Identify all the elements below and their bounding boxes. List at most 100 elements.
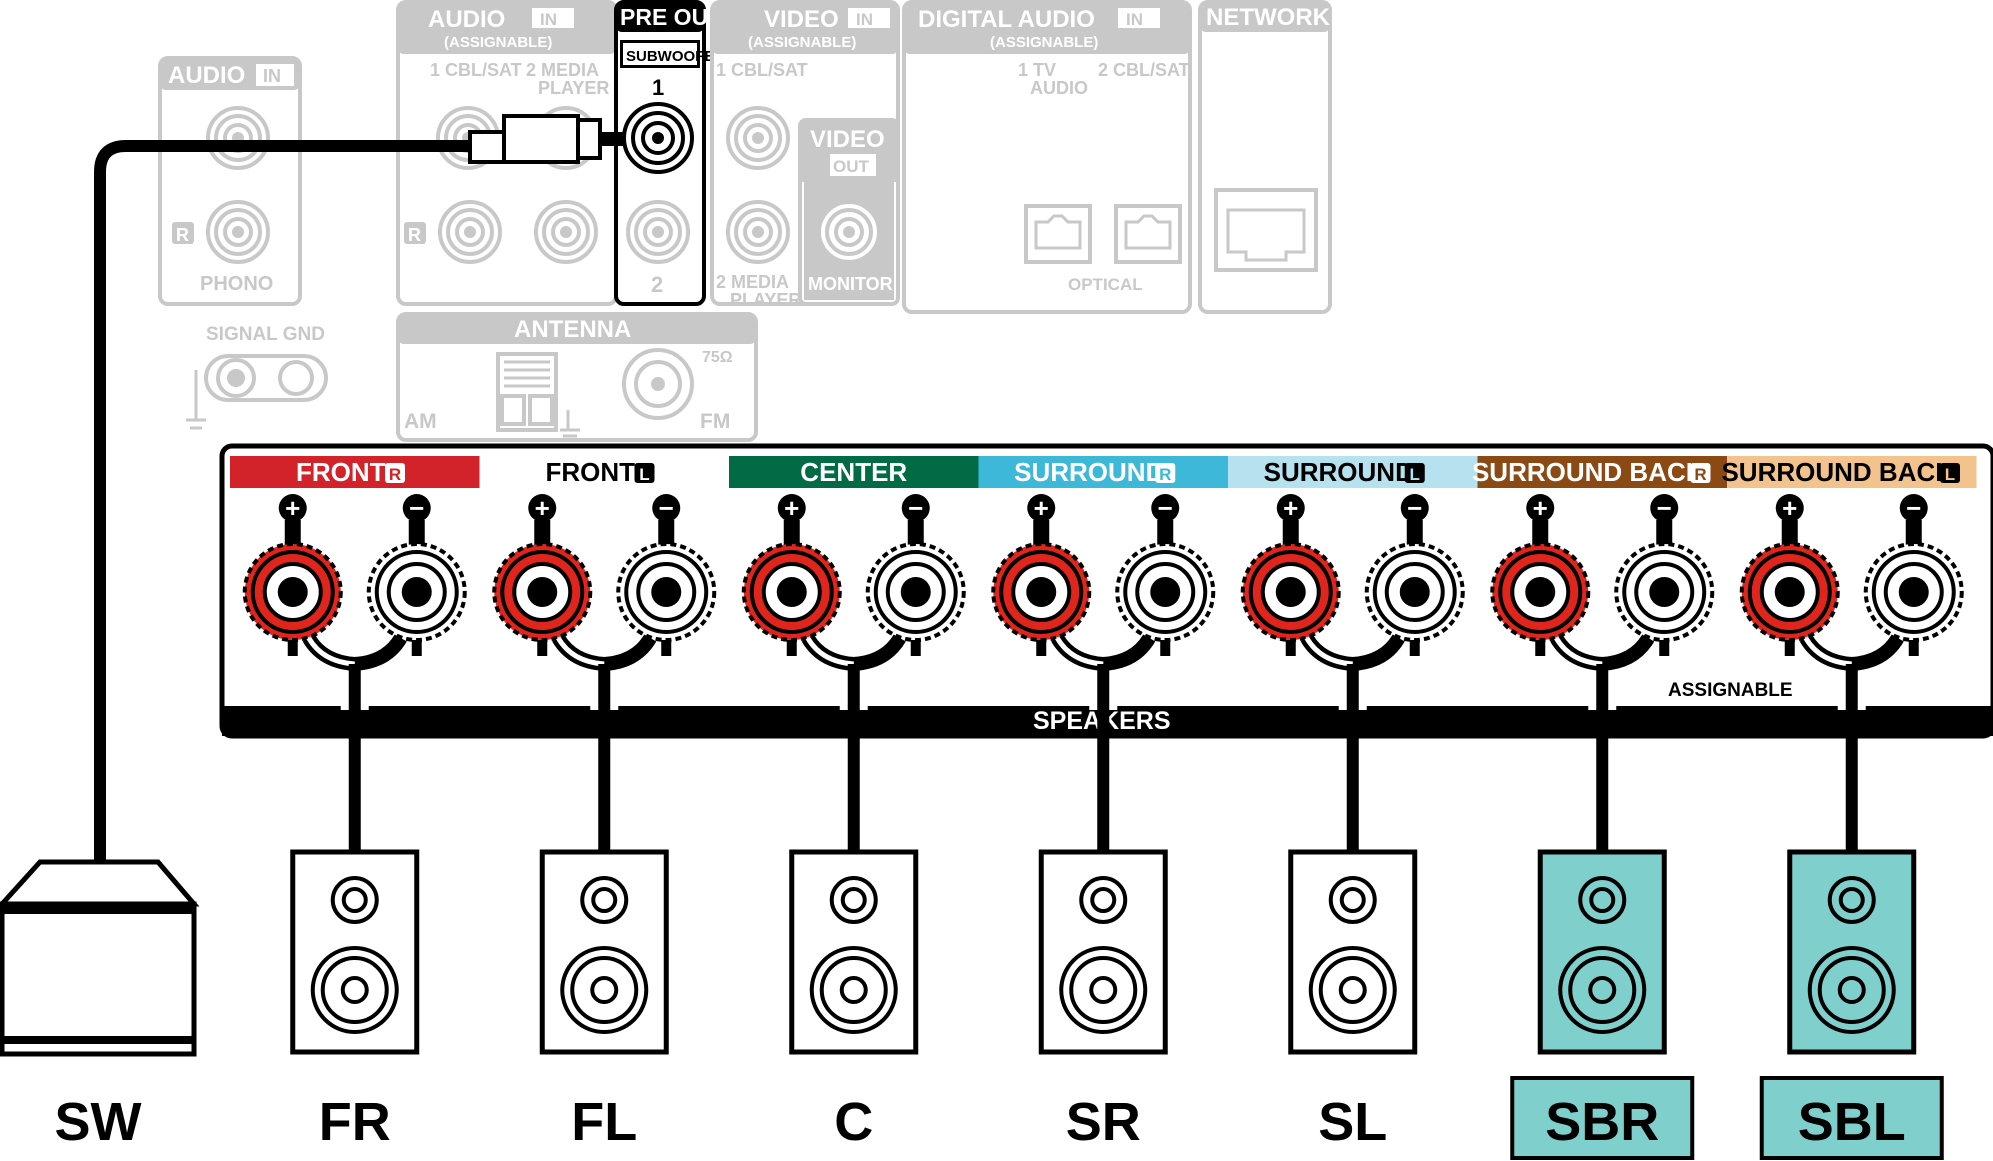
positive-terminal[interactable]: +	[492, 493, 593, 642]
positive-terminal[interactable]: +	[1240, 493, 1341, 642]
channel-side-badge	[1940, 463, 1960, 483]
speaker-c-group: C	[789, 664, 919, 1152]
minus-sign: −	[409, 493, 424, 523]
speaker-label-fl: FL	[571, 1092, 637, 1152]
speaker-label-box	[1759, 1076, 1944, 1160]
video-in-port2-label: 2 MEDIA	[716, 272, 789, 292]
negative-terminal[interactable]: −	[1863, 493, 1964, 642]
digital-port2-label: 2 CBL/SAT	[1098, 60, 1190, 80]
subwoofer-out-1-jack[interactable]	[622, 102, 694, 174]
positive-terminal[interactable]: +	[242, 493, 343, 642]
audio-in-port2-label: 2 MEDIA	[526, 60, 599, 80]
monitor-label: MONITOR	[808, 274, 893, 294]
channel-header	[1727, 456, 1977, 488]
signal-gnd-terminal[interactable]	[186, 354, 328, 430]
minus-sign: −	[1407, 493, 1422, 523]
phono-r-jack[interactable]	[206, 200, 270, 264]
channel-header	[479, 456, 729, 488]
video-in-sub: (ASSIGNABLE)	[748, 34, 856, 51]
speaker-cabinet	[1288, 849, 1418, 1055]
channel-side-badge	[1690, 463, 1711, 483]
video-out-badge: OUT	[833, 157, 870, 176]
channel-side-label: L	[1945, 465, 1955, 484]
signal-gnd-label: SIGNAL GND	[206, 324, 325, 345]
speaker-label-sr: SR	[1066, 1092, 1141, 1152]
channel-name: SURROUND BACK	[1472, 457, 1705, 487]
video-in-2-jack[interactable]	[726, 200, 790, 264]
speaker-fl-group: FL	[539, 664, 669, 1152]
channel-3-group: CENTER+−	[729, 456, 979, 672]
speaker-cabinet	[290, 849, 420, 1055]
channel-name: FRONT	[545, 457, 635, 487]
phono-r-mark: R	[176, 225, 189, 245]
minus-sign: −	[659, 493, 674, 523]
am-terminal[interactable]	[496, 352, 580, 438]
plus-sign: +	[1782, 493, 1797, 523]
audio-in-1-r-jack[interactable]	[438, 200, 502, 264]
channel-header	[1228, 456, 1478, 488]
negative-terminal[interactable]: −	[1614, 493, 1715, 642]
channel-side-label: R	[1694, 465, 1706, 484]
channel-side-label: L	[639, 465, 649, 484]
negative-terminal[interactable]: −	[616, 493, 717, 642]
audio-in-port1-label: 1 CBL/SAT	[430, 60, 522, 80]
plus-sign: +	[1034, 493, 1049, 523]
video-in-title: VIDEO	[764, 6, 839, 33]
phono-label: PHONO	[200, 273, 273, 295]
speaker-sbr-group: SBR	[1510, 664, 1695, 1160]
positive-terminal[interactable]: +	[1490, 493, 1591, 642]
speaker-cabinet	[1537, 849, 1667, 1055]
positive-terminal[interactable]: +	[991, 493, 1092, 642]
positive-terminal[interactable]: +	[1739, 493, 1840, 642]
minus-sign: −	[908, 493, 923, 523]
negative-terminal[interactable]: −	[1364, 493, 1465, 642]
digital-audio-badge: IN	[1126, 10, 1143, 29]
video-in-1-jack[interactable]	[726, 106, 790, 170]
subwoofer-cabinet	[0, 859, 200, 1057]
minus-sign: −	[1906, 493, 1921, 523]
negative-terminal[interactable]: −	[865, 493, 966, 642]
channel-header	[729, 456, 979, 488]
assignable-label: ASSIGNABLE	[1668, 680, 1793, 701]
fm-ohm-label: 75Ω	[702, 349, 733, 366]
phono-l-jack[interactable]	[206, 106, 270, 170]
monitor-out-jack[interactable]	[817, 200, 881, 264]
subwoofer-out-2-jack[interactable]	[626, 200, 690, 264]
speaker-label-sbr: SBR	[1545, 1092, 1659, 1152]
speaker-label-sbl: SBL	[1798, 1092, 1906, 1152]
audio-in-assign-sub: (ASSIGNABLE)	[444, 34, 552, 51]
pre-out-title: PRE OUT	[620, 4, 722, 30]
pre-out-subwoofer-block: PRE OUT SUBWOOFER 1 2	[614, 0, 725, 306]
am-label: AM	[404, 410, 437, 433]
audio-in-assign-title: AUDIO	[428, 6, 505, 33]
channel-name: SURROUND	[1014, 457, 1164, 487]
fm-connector[interactable]	[622, 348, 694, 420]
audio-in-assign-badge: IN	[540, 10, 557, 29]
minus-sign: −	[1158, 493, 1173, 523]
digital-audio-block: DIGITAL AUDIO IN (ASSIGNABLE) 1 TV AUDIO…	[902, 0, 1192, 314]
video-in-port2-label-b: PLAYER	[730, 290, 801, 310]
channel-side-label: L	[1410, 465, 1420, 484]
plus-sign: +	[535, 493, 550, 523]
audio-in-title: AUDIO	[168, 62, 245, 89]
plus-sign: +	[1283, 493, 1298, 523]
speaker-cabinet	[789, 849, 919, 1055]
audio-in-2-r-jack[interactable]	[534, 200, 598, 264]
optical-1-port[interactable]	[1024, 204, 1092, 264]
plus-sign: +	[285, 493, 300, 523]
speaker-sw-group: SW	[0, 859, 200, 1152]
plus-sign: +	[1533, 493, 1548, 523]
ethernet-port[interactable]	[1214, 188, 1318, 272]
video-in-block: VIDEO IN (ASSIGNABLE) 1 CBL/SAT 2 MEDIA …	[710, 0, 900, 310]
speaker-sbl-group: SBL	[1759, 664, 1944, 1160]
positive-terminal[interactable]: +	[741, 493, 842, 642]
channel-header	[1477, 456, 1727, 488]
digital-port1-label-b: AUDIO	[1030, 78, 1088, 98]
channel-side-label: R	[1159, 465, 1171, 484]
audio-in-r-mark: R	[408, 225, 421, 245]
speaker-label-c: C	[834, 1092, 873, 1152]
optical-2-port[interactable]	[1114, 204, 1182, 264]
video-out-title: VIDEO	[810, 126, 885, 153]
